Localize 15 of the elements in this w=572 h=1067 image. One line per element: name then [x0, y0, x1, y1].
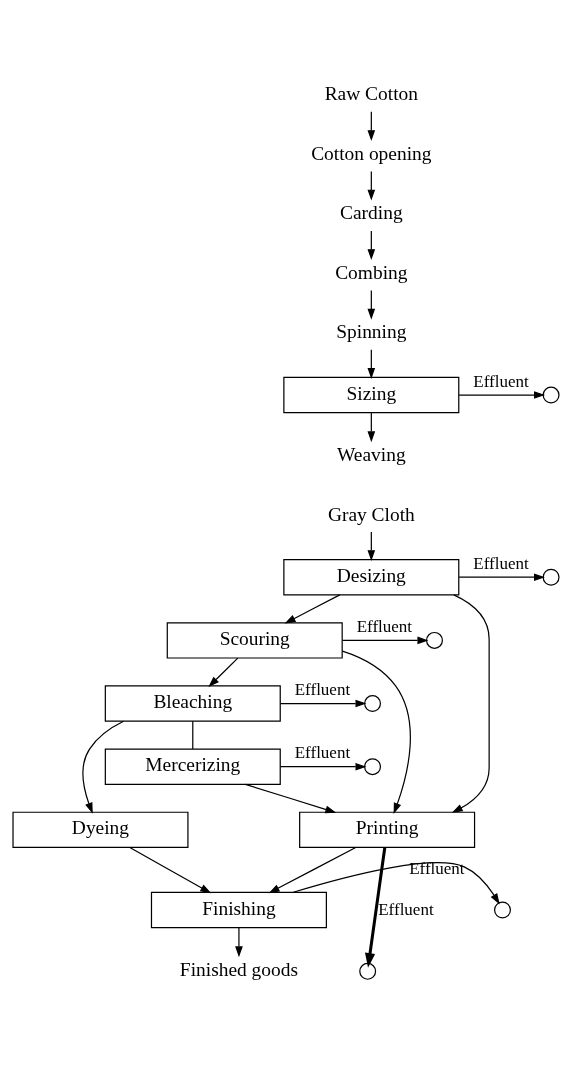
edge-label: Effluent	[409, 859, 465, 879]
edge-label: Effluent	[378, 899, 434, 919]
node-text: Weaving	[337, 443, 406, 465]
edge-label: Effluent	[473, 371, 529, 391]
node-text: Finished goods	[179, 958, 299, 980]
node-text: Cotton opening	[311, 142, 432, 164]
edge-label: Effluent	[294, 680, 351, 700]
node-text: Gray Cloth	[327, 503, 415, 525]
edge-label: Effluent	[473, 553, 529, 573]
node-text: Combing	[335, 261, 408, 283]
edge-label: Effluent	[294, 743, 351, 763]
node-text: Carding	[340, 202, 403, 224]
node-text: Spinning	[336, 321, 407, 343]
edge-label: Effluent	[356, 617, 413, 637]
node-text: Raw Cotton	[324, 83, 418, 105]
